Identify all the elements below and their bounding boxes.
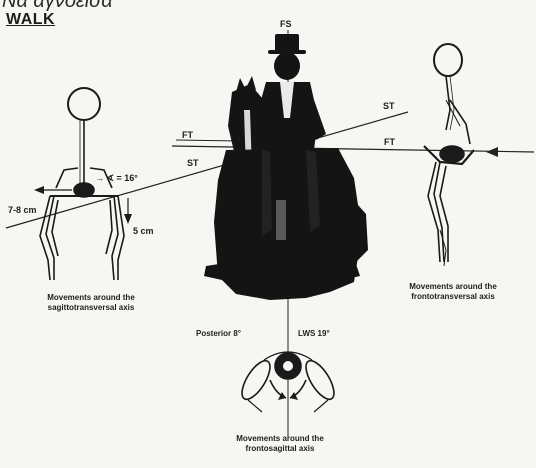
right-hip-bone	[301, 357, 340, 404]
left-arrow-icon	[34, 186, 44, 194]
fs-axis-label: FS	[280, 20, 292, 29]
left-figure-head	[68, 88, 100, 120]
left-hip-bone	[237, 357, 276, 404]
caption-sagittotransversal: Movements around the sagittotransversal …	[16, 293, 166, 314]
posterior-angle-label: Posterior 8°	[196, 330, 241, 338]
caption-frontotransversal: Movements around the frontotransversal a…	[373, 282, 533, 303]
st-axis-label-bottom: ST	[187, 159, 199, 168]
lateral-measurement: 7-8 cm	[8, 206, 37, 215]
right-figure-head	[434, 44, 462, 76]
lws-angle-label: LWS 19°	[298, 330, 330, 338]
ft-axis-label-right: FT	[384, 138, 395, 147]
horse-body	[214, 148, 362, 300]
left-stick-figure	[34, 88, 132, 280]
down-arrow-icon	[124, 214, 132, 224]
page-title: WALK	[6, 12, 55, 28]
horse-rider-illustration	[204, 34, 368, 300]
ft-axis-label-left: FT	[182, 131, 193, 140]
greek-header-text: Να αγνοείσα	[2, 0, 113, 11]
st-axis-label-top: ST	[383, 102, 395, 111]
angle-measurement: → ∢ = 16°	[95, 174, 138, 183]
caption-frontosagittal: Movements around the frontosagittal axis	[200, 434, 360, 455]
vertical-measurement: 5 cm	[133, 227, 154, 236]
rider-head	[274, 52, 300, 80]
ft-arrow-head-icon	[486, 147, 498, 157]
right-stick-figure	[424, 44, 474, 266]
rider-hat-icon	[275, 34, 299, 52]
